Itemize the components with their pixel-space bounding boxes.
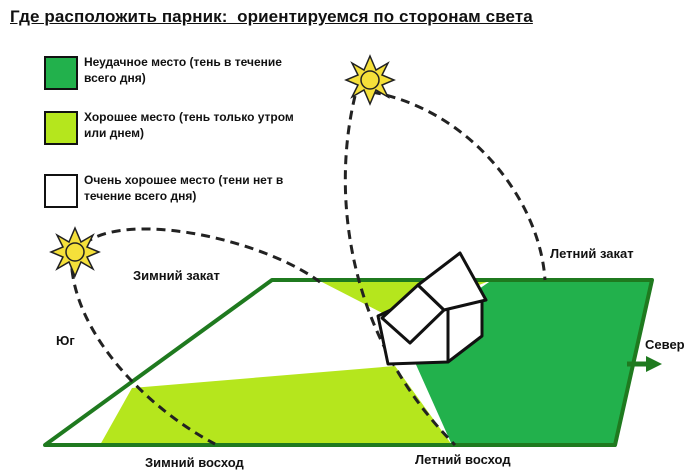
label-winter-sunset: Зимний закат: [133, 268, 220, 283]
winter-sun-arc-upper: [70, 227, 321, 284]
legend-swatch-light-green: [44, 111, 78, 145]
house-icon: [376, 251, 488, 366]
label-south: Юг: [56, 333, 75, 348]
summer-sun-icon: [344, 54, 396, 106]
winter-sun-icon: [49, 226, 101, 278]
legend-item-bad: Неудачное место (тень в течение всего дн…: [44, 55, 314, 96]
legend-text-bad: Неудачное место (тень в течение всего дн…: [84, 55, 282, 85]
label-winter-sunrise: Зимний восход: [145, 455, 244, 470]
legend-text-good: Хорошее место (тень только утром или дне…: [84, 110, 294, 140]
legend-text-very-good: Очень хорошее место (тени нет в течение …: [84, 173, 284, 203]
afternoon-shadow-zone: [100, 366, 452, 445]
legend-item-very-good: Очень хорошее место (тени нет в течение …: [44, 173, 314, 214]
legend-item-good: Хорошее место (тень только утром или дне…: [44, 110, 314, 151]
summer-sun-arc-left: [343, 95, 457, 447]
label-summer-sunrise: Летний восход: [415, 452, 511, 467]
ground-plot-outline: [43, 278, 654, 447]
north-arrow-head: [646, 356, 662, 372]
page-title: Где расположить парник: ориентируемся по…: [10, 7, 533, 26]
label-summer-sunset: Летний закат: [550, 246, 634, 261]
summer-sun-arc-right: [371, 90, 547, 281]
label-north: Север: [645, 337, 685, 352]
legend-swatch-white: [44, 174, 78, 208]
legend-swatch-dark-green: [44, 56, 78, 90]
winter-sun-arc-lower: [70, 269, 216, 446]
